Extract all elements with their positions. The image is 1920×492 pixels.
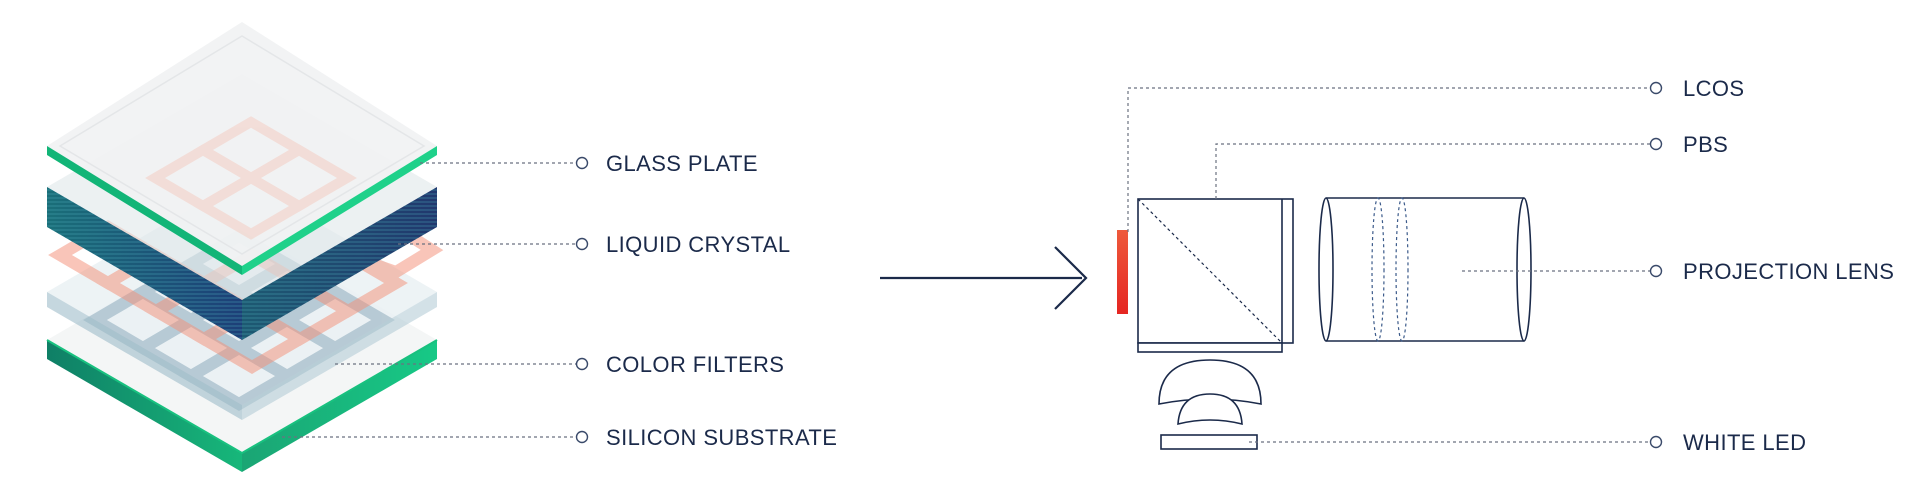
color-filters-marker xyxy=(575,357,589,371)
optical-system xyxy=(1117,197,1532,450)
silicon-substrate-marker xyxy=(575,430,589,444)
pbs-cube xyxy=(1137,198,1294,353)
pbs-label: PBS xyxy=(1683,132,1728,157)
liquid-crystal-label: LIQUID CRYSTAL xyxy=(606,232,791,257)
white-led-label: WHITE LED xyxy=(1683,430,1806,455)
lcos-chip xyxy=(1117,230,1128,314)
white-led xyxy=(1160,434,1258,450)
lcos-label: LCOS xyxy=(1683,76,1745,101)
silicon-substrate-label: SILICON SUBSTRATE xyxy=(606,425,837,450)
projection-lens-label: PROJECTION LENS xyxy=(1683,259,1894,284)
liquid-crystal-marker xyxy=(575,237,589,251)
condenser-lenses xyxy=(1158,359,1262,426)
glass-plate-marker xyxy=(575,156,589,170)
color-filters-label: COLOR FILTERS xyxy=(606,352,784,377)
glass-plate-label: GLASS PLATE xyxy=(606,151,758,176)
right-callouts: LCOS PBS PROJECTION LENS WHITE LED xyxy=(1127,76,1894,455)
glass-plate-layer xyxy=(47,22,437,275)
lcos-layer-stack xyxy=(46,22,444,472)
lcos-marker xyxy=(1649,81,1663,95)
white-led-marker xyxy=(1649,435,1663,449)
left-callouts: GLASS PLATE LIQUID CRYSTAL COLOR FILTERS… xyxy=(282,151,837,450)
transition-arrow-icon xyxy=(880,246,1088,310)
projection-lens-barrel xyxy=(1318,197,1532,342)
pbs-marker xyxy=(1649,137,1663,151)
projection-lens-marker xyxy=(1649,264,1663,278)
